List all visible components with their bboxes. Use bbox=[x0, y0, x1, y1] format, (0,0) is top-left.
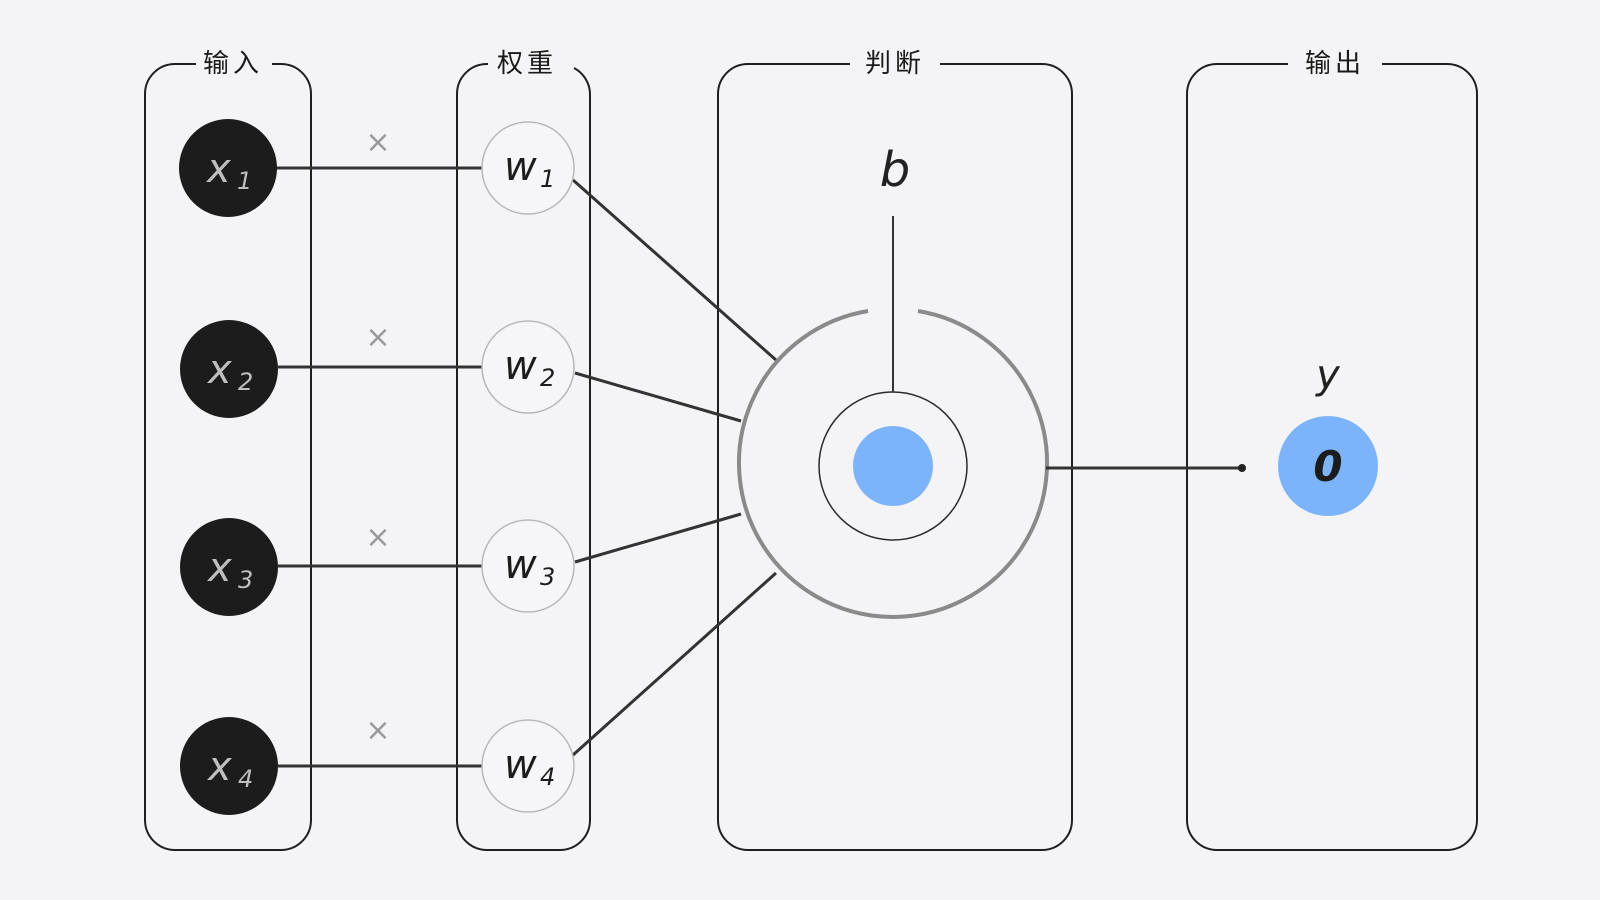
weight-node-var: w bbox=[504, 343, 537, 389]
weight-neuron-connector-4 bbox=[571, 571, 778, 757]
input-node-4: x 4 bbox=[180, 717, 278, 815]
weight-node-var: w bbox=[504, 144, 537, 190]
weight-node-4: w 4 bbox=[481, 719, 575, 813]
input-node-sub: 4 bbox=[238, 765, 253, 793]
output-node-group: y 0 bbox=[1278, 352, 1378, 516]
bias-label: b bbox=[880, 142, 910, 198]
multiply-sign: × bbox=[365, 125, 390, 160]
weight-node-sub: 4 bbox=[540, 763, 555, 791]
weight-panel: 权重 bbox=[456, 49, 591, 851]
judge-panel-title: 判断 bbox=[865, 49, 925, 79]
input-node-3: x 3 bbox=[180, 518, 278, 616]
input-node-var: x bbox=[206, 545, 232, 591]
input-panel-title: 输入 bbox=[203, 49, 263, 79]
weight-node-var: w bbox=[504, 542, 537, 588]
weight-neuron-connector-3 bbox=[574, 512, 742, 564]
input-node-sub: 3 bbox=[238, 566, 253, 594]
input-node-var: x bbox=[205, 146, 231, 192]
weight-panel-title: 权重 bbox=[497, 49, 557, 79]
weight-node-3: w 3 bbox=[481, 519, 575, 613]
output-label: y bbox=[1315, 352, 1341, 398]
input-node-var: x bbox=[206, 347, 232, 393]
weight-node-sub: 3 bbox=[540, 563, 555, 591]
weight-node-sub: 1 bbox=[540, 165, 555, 193]
weight-node-2: w 2 bbox=[481, 320, 575, 414]
weight-neuron-connector-2 bbox=[574, 371, 742, 423]
judge-panel: 判断 bbox=[717, 49, 1073, 851]
multiply-sign: × bbox=[365, 320, 390, 355]
output-panel-title: 输出 bbox=[1305, 49, 1365, 79]
weight-node-sub: 2 bbox=[540, 364, 555, 392]
output-panel: 输出 bbox=[1186, 49, 1478, 851]
output-connector-dot bbox=[1238, 464, 1246, 472]
input-node-2: x 2 bbox=[180, 320, 278, 418]
input-node-sub: 1 bbox=[237, 167, 252, 195]
weight-neuron-connector-1 bbox=[572, 178, 777, 362]
output-node bbox=[1278, 416, 1378, 516]
multiply-sign: × bbox=[365, 520, 390, 555]
weight-node-var: w bbox=[504, 742, 537, 788]
neuron: b bbox=[737, 142, 1049, 619]
weight-node-1: w 1 bbox=[481, 121, 575, 215]
multiply-sign: × bbox=[365, 713, 390, 748]
input-node-1: x 1 bbox=[179, 119, 277, 217]
input-node-sub: 2 bbox=[238, 368, 253, 396]
neuron-outer-ring bbox=[737, 309, 1049, 619]
neuron-core bbox=[853, 426, 933, 506]
input-panel: 输入 bbox=[144, 49, 312, 851]
output-value: 0 bbox=[1313, 442, 1342, 491]
input-node-var: x bbox=[206, 744, 232, 790]
